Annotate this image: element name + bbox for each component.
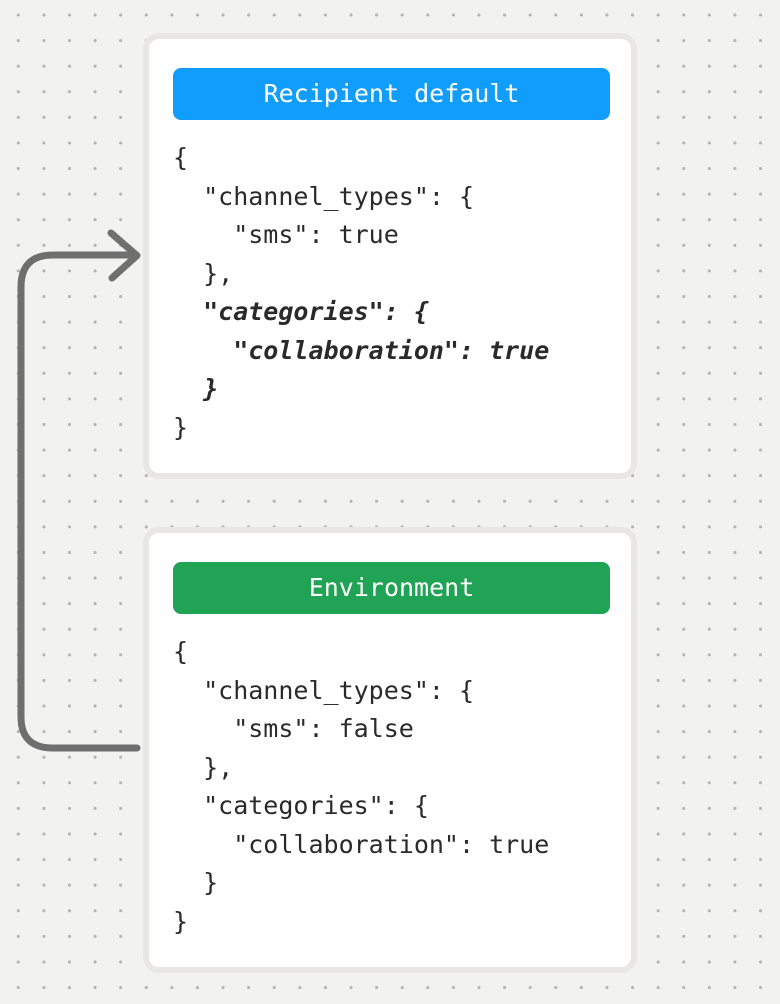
code-line: "channel_types": { — [173, 675, 475, 705]
code-line-emphasized: } — [173, 374, 219, 403]
code-line-emphasized: "categories": { — [173, 297, 429, 326]
code-line: "collaboration": true — [173, 829, 550, 859]
code-line: "sms": false — [173, 714, 414, 743]
code-line: }, — [173, 258, 234, 288]
code-line: { — [173, 143, 189, 172]
code-line: "categories": { — [173, 791, 429, 820]
code-line: } — [173, 412, 189, 442]
code-line-emphasized: "collaboration": true — [173, 335, 550, 365]
merge-arrow-head-icon — [107, 229, 141, 282]
code-line: { — [173, 637, 189, 666]
code-line: }, — [173, 752, 234, 782]
code-line: } — [173, 906, 189, 936]
code-line: } — [173, 868, 219, 897]
json-code-block-recipient-default: { "channel_types": { "sms": true }, "cat… — [173, 139, 610, 447]
card-header-recipient-default: Recipient default — [173, 68, 610, 120]
code-line: "sms": true — [173, 220, 399, 249]
preference-card-recipient-default: Recipient default { "channel_types": { "… — [143, 33, 637, 479]
preference-card-environment: Environment { "channel_types": { "sms": … — [143, 527, 637, 973]
code-line: "channel_types": { — [173, 181, 475, 211]
card-header-environment: Environment — [173, 562, 610, 614]
merge-arrow-line — [17, 251, 141, 752]
json-code-block-environment: { "channel_types": { "sms": false }, "ca… — [173, 633, 610, 941]
